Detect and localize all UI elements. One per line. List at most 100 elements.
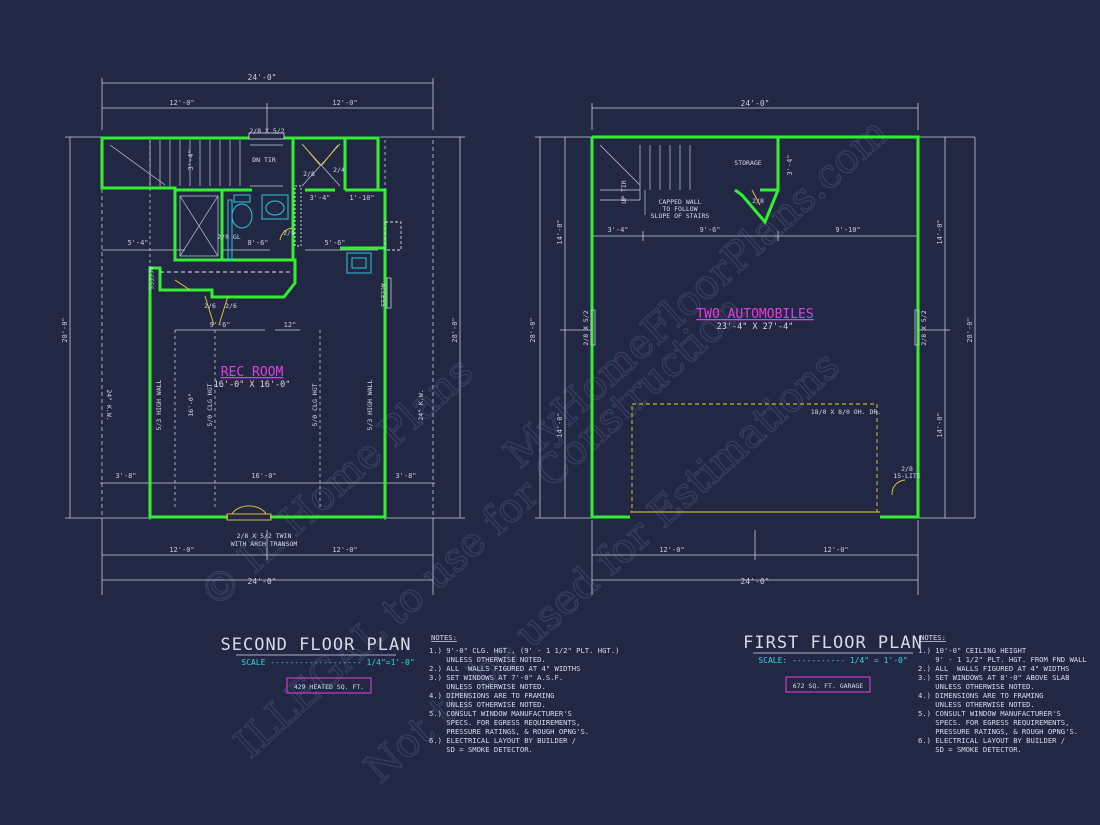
dim-12: 12" <box>284 321 297 329</box>
label-high-wall-left: 5/3 HIGH WALL <box>155 379 163 430</box>
dim-right-total: 28'-0" <box>451 317 459 342</box>
second-floor-notes-title: NOTES: <box>431 633 457 642</box>
room-name-garage: TWO AUTOMOBILES <box>696 307 813 322</box>
note-line: SD = SMOKE DETECTOR. <box>429 745 533 754</box>
dim-5-6: 5'-6" <box>324 239 345 247</box>
note-line: PRESSURE RATINGS, & ROUGH OPNG'S. <box>918 727 1078 736</box>
label-side-door-2: 15-LITE <box>893 472 920 480</box>
ff-dim-9-6: 9'-6" <box>699 226 720 234</box>
note-line: 6.) ELECTRICAL LAYOUT BY BUILDER / <box>429 736 576 745</box>
ff-dim-left-lower: 14'-0" <box>556 412 564 437</box>
sink-icon <box>261 194 289 220</box>
dim-bottom-total: 24'-0" <box>248 577 277 586</box>
room-dims-rec-room: 16'-0" X 16'-0" <box>214 380 291 390</box>
ff-dim-left-upper: 14'-0" <box>556 219 564 244</box>
label-window-right: 2/8 X 5/2 <box>920 310 928 345</box>
note-line: SD = SMOKE DETECTOR. <box>918 745 1022 754</box>
first-floor-stairs <box>599 144 691 215</box>
first-floor-area: 672 SQ. FT. GARAGE <box>793 682 864 690</box>
label-clg-width: 16'-0" <box>187 393 195 416</box>
note-line: PRESSURE RATINGS, & ROUGH OPNG'S. <box>429 727 589 736</box>
first-floor-dimension-lines <box>535 103 976 595</box>
label-door-b: 2/4 <box>333 166 345 174</box>
second-floor-stairs <box>109 140 341 257</box>
label-high-wall-right: 5/3 HIGH WALL <box>366 379 374 430</box>
ff-dim-top-total: 24'-0" <box>741 99 770 108</box>
ff-dim-9-10: 9'-10" <box>835 226 860 234</box>
note-line: 3.) SET WINDOWS AT 8'-0" ABOVE SLAB <box>918 673 1069 682</box>
label-window-bottom: 2/8 X 5/2 TWIN <box>237 532 292 540</box>
first-floor-title: FIRST FLOOR PLAN <box>743 633 923 653</box>
note-line: 6.) ELECTRICAL LAYOUT BY BUILDER / <box>918 736 1065 745</box>
second-floor-dashed-lines <box>160 185 402 273</box>
room-dims-garage: 23'-4" X 27'-4" <box>717 322 794 332</box>
dim-8-6: 8'-6" <box>247 239 268 247</box>
first-floor-left-window <box>590 309 596 346</box>
ff-dim-3-4: 3'-4" <box>607 226 628 234</box>
first-floor-walls <box>590 135 920 519</box>
label-door-e: 2/6 <box>225 302 237 310</box>
mini-sink-icon <box>346 252 372 274</box>
note-line: 3.) SET WINDOWS AT 7'-0" A.S.F. <box>429 673 563 682</box>
label-stair-direction: DN TIR <box>252 156 276 164</box>
dim-3-8-right: 3'-8" <box>395 472 416 480</box>
ff-dim-3-4-vertical: 3'-4" <box>786 154 794 175</box>
note-line: UNLESS OTHERWISE NOTED. <box>918 700 1035 709</box>
first-floor-notes: 1.) 10'-0" CEILING HEIGHT 9' - 1 1/2" PL… <box>918 646 1087 754</box>
ff-dim-right-upper: 14'-0" <box>936 219 944 244</box>
dim-3-4-vertical: 3'-4" <box>187 149 195 170</box>
toilet-icon <box>231 203 253 229</box>
room-name-rec-room: REC ROOM <box>221 365 284 380</box>
label-window-bottom-2: WITH ARCH TRANSOM <box>231 540 298 548</box>
dim-1-10: 1'-10" <box>349 194 374 202</box>
dim-top-total: 24'-0" <box>248 73 277 82</box>
ff-dim-bottom-right: 12'-0" <box>823 546 848 554</box>
note-line: 9' - 1 1/2" PLT. HGT. FROM FND WALL <box>918 655 1087 664</box>
first-floor-area-box <box>785 676 871 693</box>
label-door-a: 2/8 <box>303 170 315 178</box>
ff-dim-right-lower: 14'-0" <box>936 412 944 437</box>
note-line: 2.) ALL WALLS FIGURED AT 4" WIDTHS <box>918 664 1069 673</box>
note-line: 5.) CONSULT WINDOW MANUFACTURER'S <box>429 709 572 718</box>
dim-top-right: 12'-0" <box>332 99 357 107</box>
dim-bottom-right: 12'-0" <box>332 546 357 554</box>
second-floor-plan: 24'-0" 12'-0" 12'-0" 12'-0" 12'-0" 24'-0… <box>61 73 619 754</box>
note-line: 1.) 10'-0" CEILING HEIGHT <box>918 646 1027 655</box>
dim-3-8-left: 3'-8" <box>115 472 136 480</box>
second-floor-walls <box>100 136 387 519</box>
second-floor-fixtures <box>227 194 372 274</box>
label-kw-left: 24" K.W. <box>105 389 113 420</box>
ff-dim-bottom-left: 12'-0" <box>659 546 684 554</box>
second-floor-scale: SCALE ------------------- 1/4"=1'-0" <box>241 658 414 667</box>
note-line: UNLESS OTHERWISE NOTED. <box>429 655 546 664</box>
note-line: 4.) DIMENSIONS ARE TO FRAMING <box>429 691 555 700</box>
label-garage-door: 18/0 X 8/0 OH. DR. <box>811 408 881 416</box>
label-storage: STORAGE <box>734 159 761 167</box>
first-floor-right-window <box>914 309 920 346</box>
label-gl: 2/0 GL <box>217 233 241 241</box>
label-storage-door: 2/8 <box>752 197 764 205</box>
first-floor-plan: 24'-0" 12'-0" 12'-0" 24'-0" 28'-0" 28'-0… <box>529 99 1087 754</box>
label-stair-up: UP TIR <box>620 180 628 204</box>
note-line: SPECS. FOR EGRESS REQUIREMENTS, <box>429 718 580 727</box>
label-capped-3: SLOPE OF STAIRS <box>651 212 710 220</box>
dim-3-4: 3'-4" <box>309 194 330 202</box>
label-window-left: 2/8 X 5/2 <box>582 310 590 345</box>
label-capped-1: CAPPED WALL <box>658 198 701 206</box>
dim-top-left: 12'-0" <box>169 99 194 107</box>
note-line: 2.) ALL WALLS FIGURED AT 4" WIDTHS <box>429 664 580 673</box>
second-floor-doors <box>174 132 339 521</box>
note-line: UNLESS OTHERWISE NOTED. <box>429 700 546 709</box>
ff-dim-right-total: 28'-0" <box>966 317 974 342</box>
dim-left-total: 28'-0" <box>61 317 69 342</box>
label-access-right: ACCESS <box>379 283 387 307</box>
dim-bottom-left: 12'-0" <box>169 546 194 554</box>
note-line: 4.) DIMENSIONS ARE TO FRAMING <box>918 691 1044 700</box>
label-access-left: ACCESS <box>147 266 155 290</box>
second-floor-dimension-lines <box>65 78 465 595</box>
second-floor-area-box <box>286 677 372 694</box>
first-floor-garage-door <box>630 189 906 513</box>
second-floor-notes: 1.) 9'-0" CLG. HGT., (9' - 1 1/2" PLT. H… <box>429 646 619 754</box>
note-line: SPECS. FOR EGRESS REQUIREMENTS, <box>918 718 1069 727</box>
first-floor-notes-title: NOTES: <box>920 633 946 642</box>
